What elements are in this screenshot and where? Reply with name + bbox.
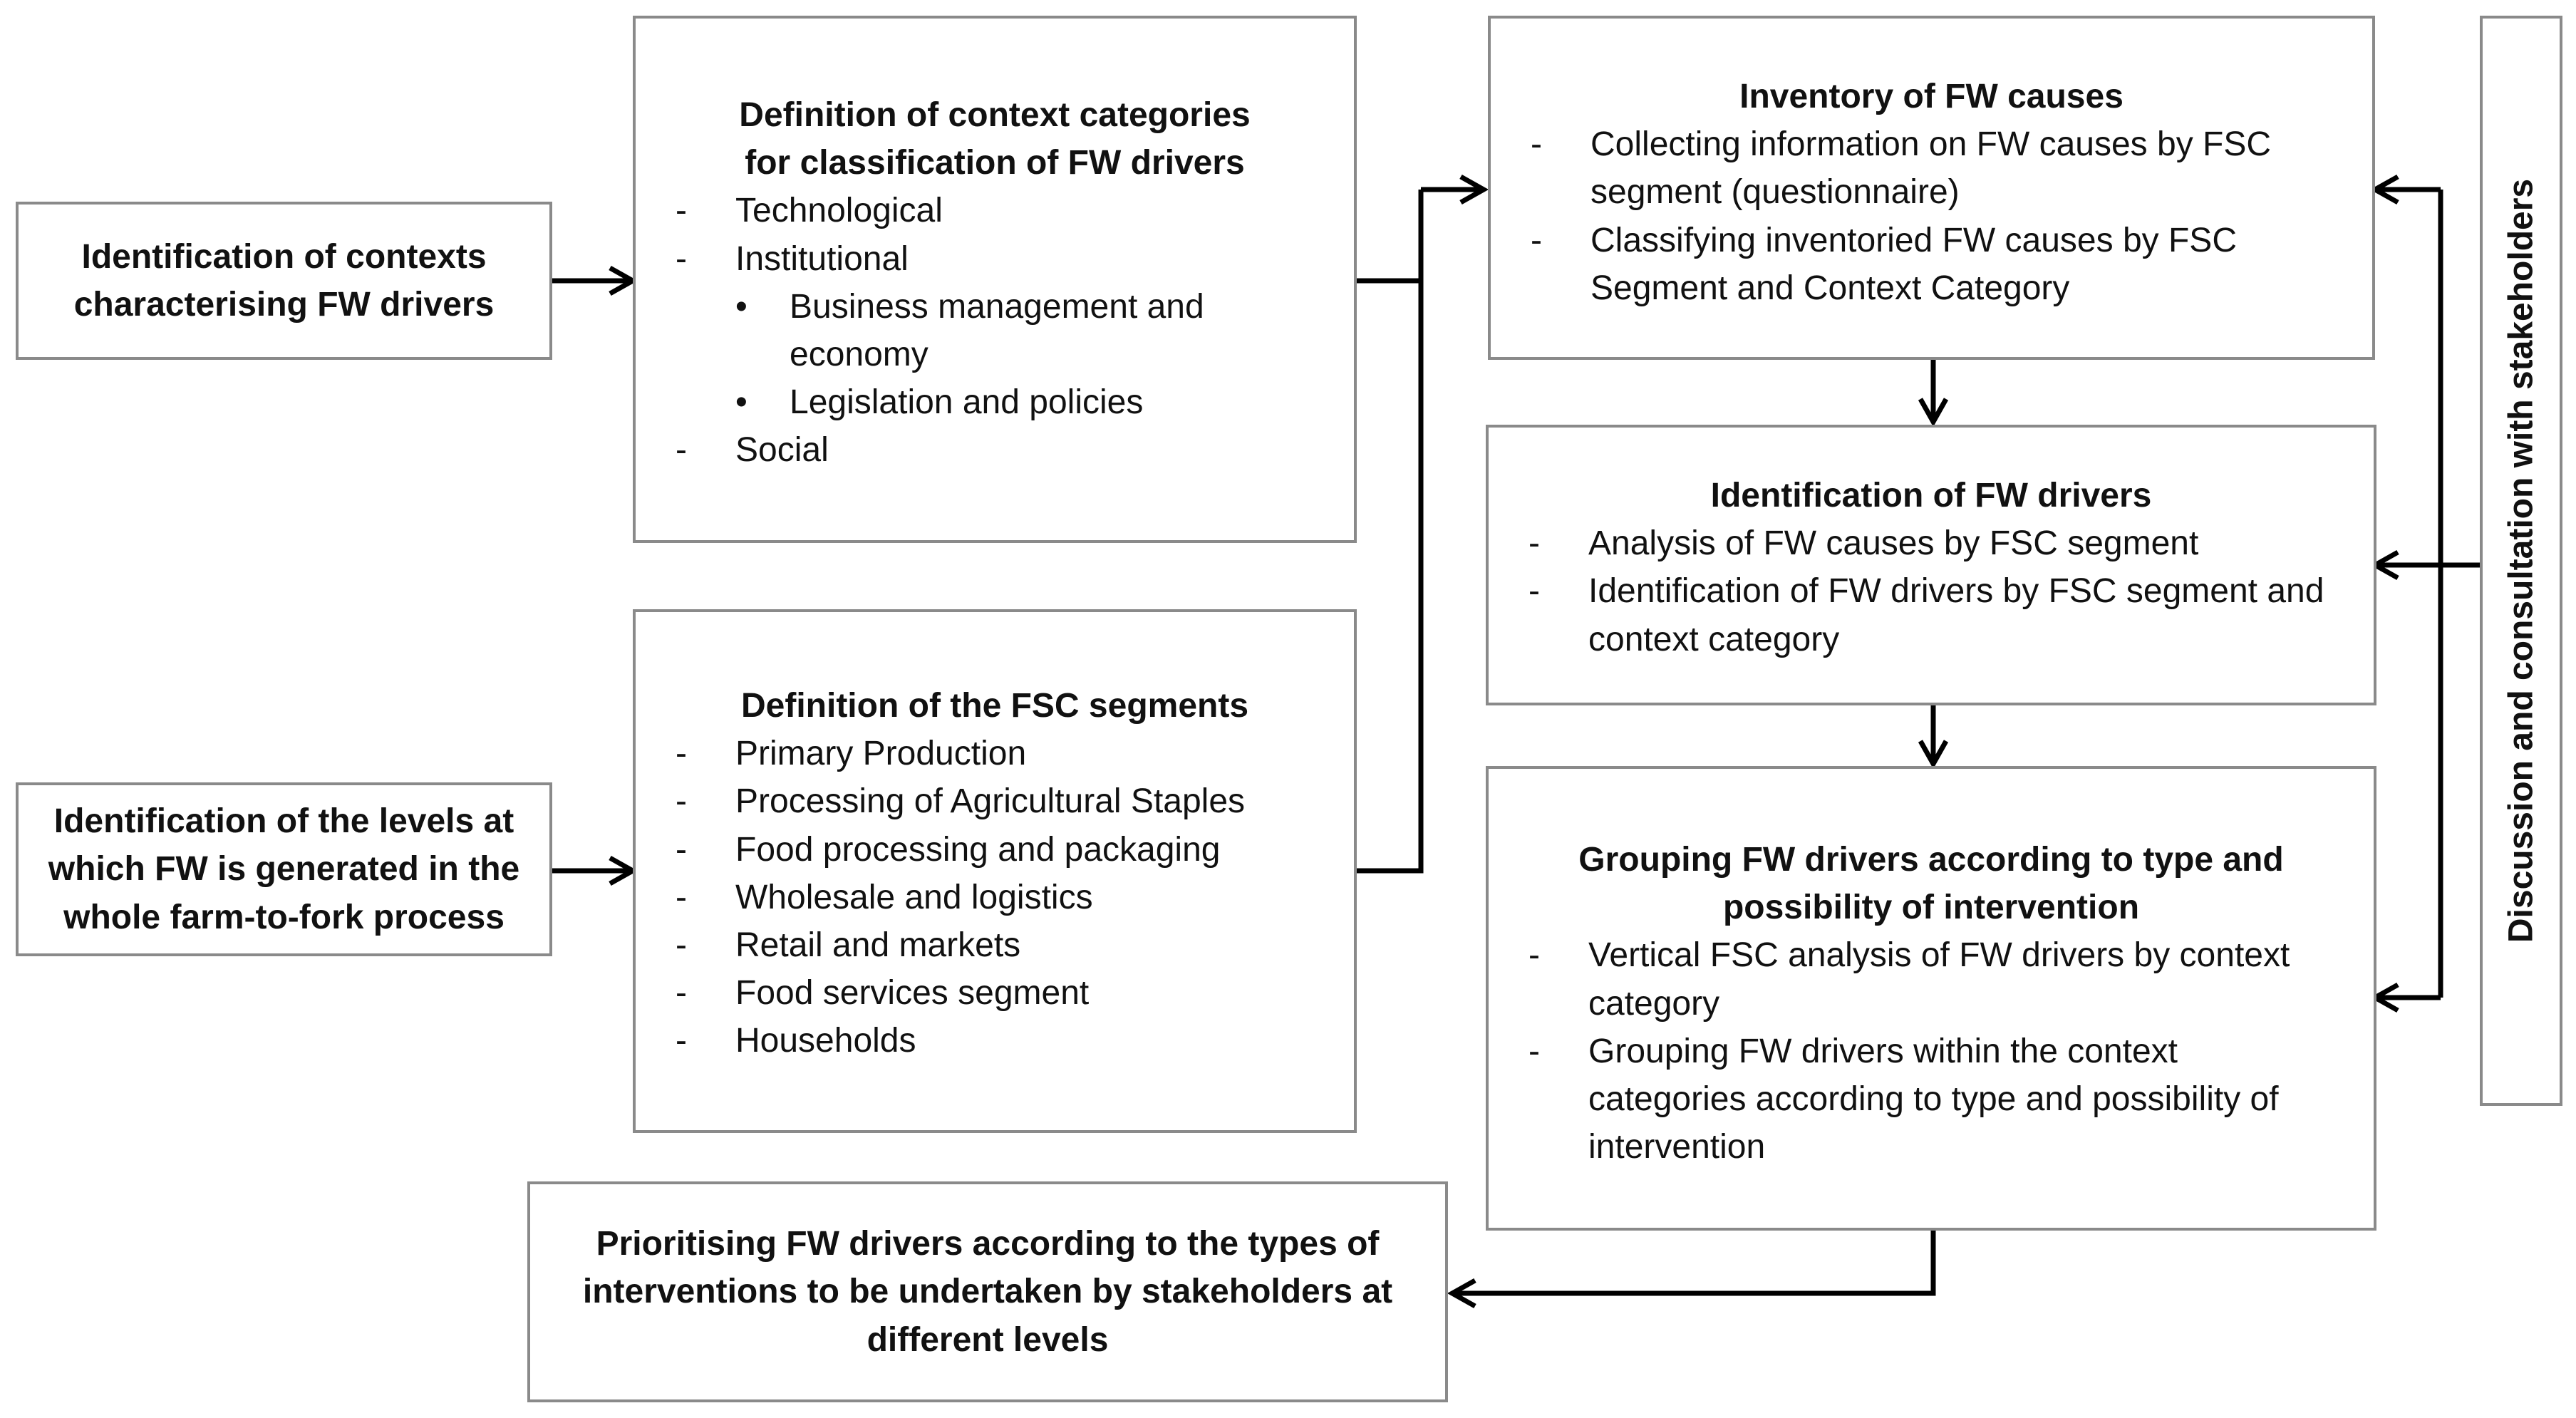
- list-item: Legislation and policies: [657, 378, 1233, 426]
- list-item: Collecting information on FW causes by F…: [1512, 120, 2308, 216]
- identification-drivers-box: Identification of FW drivers Analysis of…: [1486, 425, 2376, 705]
- contexts-box: Identification of contexts characterisin…: [16, 202, 552, 360]
- stakeholders-box: Discussion and consultation with stakeho…: [2480, 16, 2562, 1106]
- inventory-title: Inventory of FW causes: [1739, 78, 2124, 115]
- context-categories-list: Technological Institutional: [657, 187, 1333, 283]
- fsc-segments-list: Primary Production Processing of Agricul…: [657, 730, 1333, 1065]
- arrow-merge-to-inventory: [1357, 278, 1424, 874]
- stakeholders-text: Discussion and consultation with stakeho…: [2502, 178, 2540, 943]
- levels-box: Identification of the levels at which FW…: [16, 782, 552, 956]
- list-item: Food processing and packaging: [657, 826, 1333, 874]
- list-item: Technological: [657, 187, 1333, 234]
- list-item: Vertical FSC analysis of FW drivers by c…: [1510, 931, 2324, 1027]
- arrow-grouping-to-prioritising: [1452, 1231, 1936, 1293]
- prioritising-box: Prioritising FW drivers according to the…: [527, 1181, 1448, 1402]
- contexts-text: Identification of contexts characterisin…: [73, 237, 495, 324]
- list-item: Grouping FW drivers within the context c…: [1510, 1028, 2324, 1171]
- grouping-title: Grouping FW drivers according to type an…: [1578, 841, 2284, 927]
- list-item: Retail and markets: [657, 921, 1333, 969]
- fsc-segments-title: Definition of the FSC segments: [740, 687, 1249, 725]
- list-item: Business management and economy: [657, 283, 1233, 378]
- context-categories-list-end: Social: [657, 426, 1333, 474]
- context-categories-title: Definition of context categories for cla…: [739, 96, 1251, 182]
- list-item: Households: [657, 1017, 1333, 1065]
- prioritising-text: Prioritising FW drivers according to the…: [582, 1225, 1393, 1359]
- context-categories-box: Definition of context categories for cla…: [633, 16, 1357, 543]
- grouping-list: Vertical FSC analysis of FW drivers by c…: [1510, 931, 2352, 1171]
- identification-drivers-list: Analysis of FW causes by FSC segment Ide…: [1510, 519, 2352, 663]
- fsc-segments-box: Definition of the FSC segments Primary P…: [633, 609, 1357, 1133]
- inventory-list: Collecting information on FW causes by F…: [1512, 120, 2351, 312]
- list-item: Wholesale and logistics: [657, 874, 1333, 921]
- list-item: Analysis of FW causes by FSC segment: [1510, 519, 2352, 567]
- institutional-sublist: Business management and economy Legislat…: [657, 283, 1333, 427]
- list-item: Social: [657, 426, 1333, 474]
- identification-drivers-title: Identification of FW drivers: [1710, 477, 2152, 514]
- list-item: Identification of FW drivers by FSC segm…: [1510, 567, 2352, 663]
- inventory-box: Inventory of FW causes Collecting inform…: [1488, 16, 2375, 360]
- levels-text: Identification of the levels at which FW…: [48, 802, 520, 936]
- grouping-box: Grouping FW drivers according to type an…: [1486, 766, 2376, 1231]
- list-item: Processing of Agricultural Staples: [657, 777, 1333, 825]
- list-item: Food services segment: [657, 969, 1333, 1017]
- list-item: Primary Production: [657, 730, 1333, 777]
- list-item: Institutional: [657, 235, 1333, 283]
- list-item: Classifying inventoried FW causes by FSC…: [1512, 217, 2308, 312]
